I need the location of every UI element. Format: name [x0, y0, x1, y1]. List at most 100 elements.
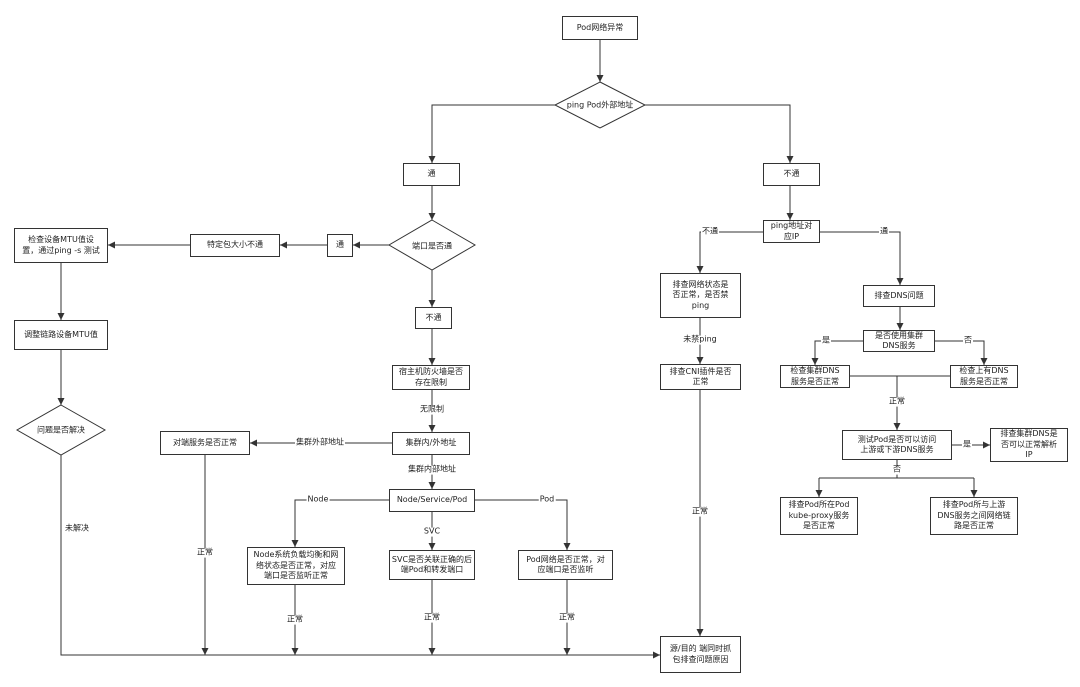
node-peer-service: 对端服务是否正常: [160, 431, 250, 455]
node-upstream-dns-check: 检查上有DNS 服务是否正常: [950, 365, 1018, 388]
node-dns-issue: 排查DNS问题: [863, 285, 935, 307]
edge-label-access-no: 否: [892, 464, 902, 475]
node-label: Pod网络异常: [576, 22, 624, 32]
edge-label-ip-unreachable: 不通: [701, 226, 719, 237]
edge-label-cni-ok: 正常: [691, 506, 709, 517]
node-cluster-dns-check: 检查集群DNS 服务是否正常: [780, 365, 850, 388]
node-pod-network-issue: Pod网络异常: [562, 16, 638, 40]
node-label-line: Node系统负载均衡和网: [253, 550, 339, 560]
node-label-line: 检查上有DNS: [959, 366, 1009, 376]
node-label-line: DNS服务之间网络链: [937, 510, 1011, 520]
node-capture: 源/目的 端同时抓 包排查问题原因: [660, 636, 741, 673]
node-label: Node/Service/Pod: [396, 495, 468, 505]
edge-label-use-cluster-no: 否: [963, 335, 973, 346]
edge-label-svc: SVC: [422, 526, 442, 537]
node-label-line: 否可以正常解析: [1001, 439, 1057, 449]
edge-ping-ip-to-network: [696, 231, 763, 273]
node-label-line: 应IP: [783, 231, 800, 241]
edge-use-cluster-yes: [811, 340, 863, 365]
decision-issue-resolved-label: 问题是否解决: [37, 425, 85, 435]
node-label-line: 检查设备MTU值设: [28, 235, 94, 245]
node-label-line: 排查Pod所在Pod: [788, 500, 850, 510]
node-label-line: kube-proxy服务: [788, 510, 850, 520]
node-ping-ip: ping地址对 应IP: [763, 220, 820, 243]
edge-label-node-ok: 正常: [286, 614, 304, 625]
node-label-line: 存在限制: [415, 377, 447, 387]
node-port-ok: 通: [327, 234, 353, 257]
node-label: 通: [336, 240, 344, 250]
edge-ping-to-unreachable: [645, 104, 794, 163]
node-label: 不通: [425, 312, 442, 322]
node-upstream-link-check: 排查Pod所与上游 DNS服务之间网络链 路是否正常: [930, 497, 1018, 535]
node-label: 对端服务是否正常: [173, 437, 237, 447]
node-label: 排查DNS问题: [874, 290, 924, 300]
node-label-line: 是否使用集群: [875, 330, 923, 340]
edge-label-ip-reachable: 通: [879, 226, 889, 237]
node-label-line: 排查CNI插件是否: [669, 366, 732, 376]
node-network-status: 排查网络状态是 否正常，是否禁 ping: [660, 273, 741, 318]
node-host-firewall: 宿主机防火墙是否 存在限制: [392, 365, 470, 390]
node-svc-check: SVC是否关联正确的后 端Pod和转发端口: [389, 550, 475, 580]
edge-label-node: Node: [306, 494, 330, 505]
node-label-line: 宿主机防火墙是否: [399, 367, 463, 377]
node-label: 不通: [783, 169, 800, 179]
edge-label-pod-ok: 正常: [558, 612, 576, 623]
node-label-line: 上游或下游DNS服务: [860, 445, 934, 454]
node-label-line: 置，通过ping -s 测试: [22, 245, 100, 255]
node-test-pod-dns: 测试Pod是否可以访问 上游或下游DNS服务: [842, 430, 952, 460]
node-unreachable: 不通: [763, 163, 820, 186]
edge-label-dns-ok: 正常: [888, 396, 906, 407]
node-label-line: 源/目的 端同时抓: [669, 644, 732, 654]
node-check-mtu: 检查设备MTU值设 置，通过ping -s 测试: [14, 228, 108, 263]
node-label-line: ping地址对: [770, 221, 813, 231]
decision-port-reachable-label: 端口是否通: [412, 241, 452, 251]
node-label-line: 端Pod和转发端口: [400, 565, 464, 574]
node-label: 调整链路设备MTU值: [24, 329, 98, 339]
edge-use-cluster-no: [935, 340, 988, 365]
edge-label-peer-ok: 正常: [196, 547, 214, 558]
node-label-line: 服务是否正常: [791, 376, 839, 386]
node-label-line: 应端口是否监听: [537, 565, 594, 574]
node-label-line: 检查集群DNS: [790, 366, 840, 376]
decision-ping-pod-external-diamond: [553, 81, 647, 129]
edge-label-internal-address: 集群内部地址: [407, 464, 457, 475]
edge-label-pod: Pod: [538, 494, 556, 505]
node-node-service-pod: Node/Service/Pod: [389, 489, 475, 512]
node-label-line: IP: [1025, 450, 1033, 460]
node-label-line: 服务是否正常: [960, 376, 1008, 386]
edge-label-no-restriction: 无限制: [419, 404, 445, 415]
edge-label-ping-not-blocked: 未禁ping: [682, 334, 718, 345]
node-label-line: 正常: [692, 377, 709, 386]
decision-ping-pod-external-label: ping Pod外部地址: [566, 100, 634, 110]
node-label-line: 排查Pod所与上游: [942, 500, 1006, 510]
node-label-line: 排查网络状态是: [672, 279, 729, 289]
edge-label-use-cluster-yes: 是: [821, 335, 831, 346]
edge-unresolved-to-capture: [60, 455, 660, 659]
node-reachable: 通: [403, 163, 460, 186]
edge-label-unresolved: 未解决: [64, 523, 90, 534]
node-cluster-dns-resolve: 排查集群DNS是 否可以正常解析 IP: [990, 428, 1068, 462]
node-label: 通: [427, 169, 436, 179]
edge-ping-to-reachable: [428, 104, 555, 163]
node-label-line: 测试Pod是否可以访问: [857, 434, 937, 444]
node-label-line: 络状态是否正常，对应: [256, 560, 336, 570]
edge-nsp-to-node: [291, 499, 389, 547]
node-label-line: ping: [691, 300, 710, 310]
node-label-line: 排查集群DNS是: [1000, 429, 1058, 439]
node-label-line: 包排查问题原因: [672, 654, 729, 664]
node-label-line: Pod网络是否正常，对: [526, 554, 605, 564]
edge-ping-ip-to-dns: [820, 231, 904, 285]
node-adjust-mtu: 调整链路设备MTU值: [14, 320, 108, 350]
node-kube-proxy-check: 排查Pod所在Pod kube-proxy服务 是否正常: [780, 497, 858, 535]
node-cni-check: 排查CNI插件是否 正常: [660, 364, 741, 390]
node-packet-size-fail: 特定包大小不通: [190, 234, 280, 257]
node-cluster-in-out: 集群内/外地址: [392, 432, 470, 455]
edge-label-svc-ok: 正常: [423, 612, 441, 623]
node-label-line: 端口是否监听正常: [264, 571, 328, 581]
node-port-fail: 不通: [415, 307, 452, 329]
node-label-line: SVC是否关联正确的后: [391, 554, 473, 564]
node-label: 特定包大小不通: [207, 240, 263, 250]
edge-label-external-address: 集群外部地址: [295, 437, 345, 448]
